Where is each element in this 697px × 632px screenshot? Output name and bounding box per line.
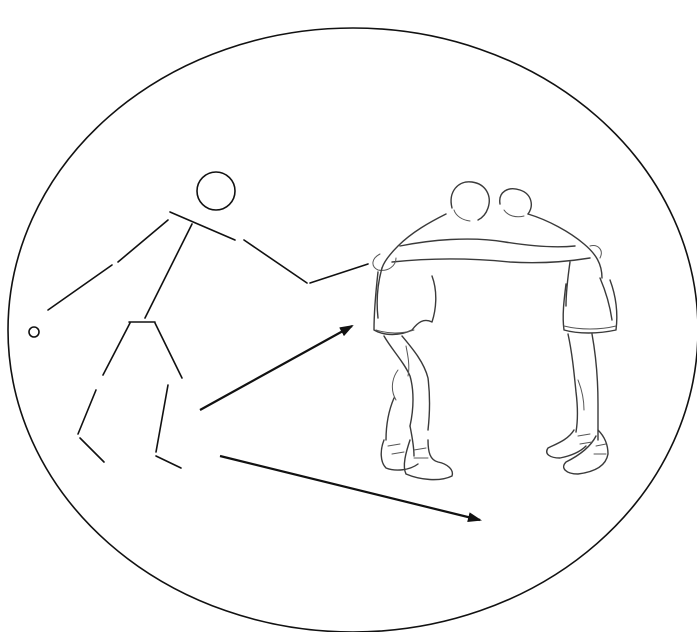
stick-figure-right-thigh bbox=[155, 323, 182, 378]
stick-figure-hand bbox=[29, 327, 39, 337]
stick-figure-left-foot bbox=[80, 438, 104, 462]
stick-figure-right-shin bbox=[156, 385, 168, 452]
movement-arrow-upper bbox=[200, 326, 352, 410]
right-wrestler bbox=[500, 189, 617, 474]
wrestlers-drawing bbox=[373, 182, 617, 480]
stick-figure bbox=[29, 172, 368, 468]
stick-figure-left-upper-arm bbox=[118, 220, 168, 262]
stick-figure-torso bbox=[145, 224, 192, 318]
stick-figure-right-foot bbox=[156, 456, 181, 468]
stick-figure-left-shin bbox=[78, 390, 96, 434]
boundary-ellipse bbox=[8, 28, 697, 632]
stick-figure-head bbox=[197, 172, 235, 210]
stick-figure-left-thigh bbox=[103, 323, 130, 375]
stick-figure-right-upper-arm bbox=[244, 240, 307, 283]
stick-figure-shoulders bbox=[170, 212, 235, 240]
stick-figure-left-forearm bbox=[48, 265, 112, 310]
stick-figure-right-forearm bbox=[310, 264, 368, 283]
movement-arrow-lower bbox=[220, 456, 480, 520]
